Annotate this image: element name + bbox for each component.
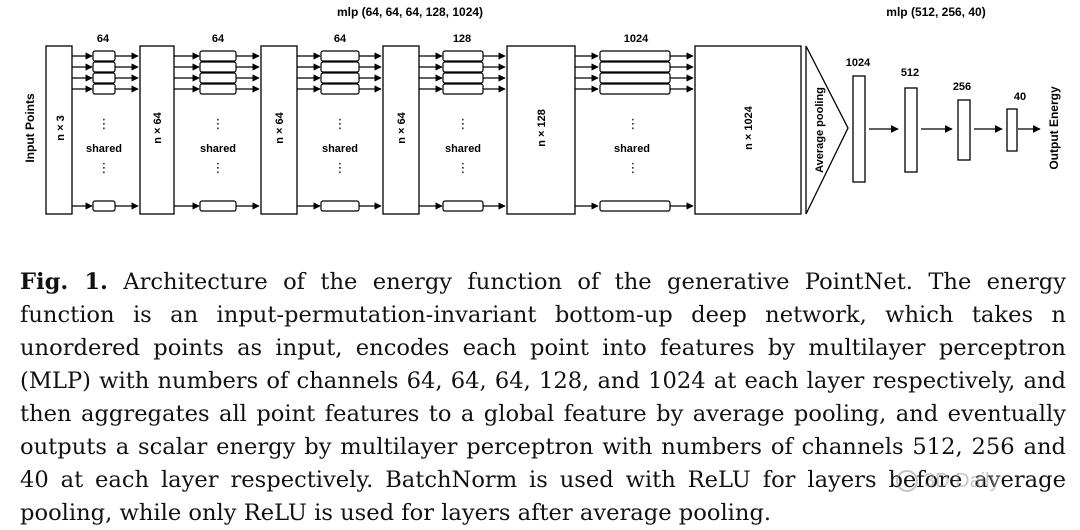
stage-shared-2: shared xyxy=(200,143,236,155)
block-label-n64-c: n × 64 xyxy=(396,111,408,143)
stage-dots-top-1: ⋮ xyxy=(98,116,111,131)
stage-width-4: 128 xyxy=(453,33,471,45)
stage-width-5: 1024 xyxy=(624,33,649,45)
stage-dots-bottom-1: ⋮ xyxy=(98,160,111,175)
fc-size-512: 512 xyxy=(901,67,919,79)
mlp-stage-4 xyxy=(419,50,506,212)
stage-dots-bottom-5: ⋮ xyxy=(627,160,640,175)
stage-shared-4: shared xyxy=(445,143,481,155)
stage-dots-bottom-4: ⋮ xyxy=(457,160,470,175)
fc-size-40: 40 xyxy=(1014,91,1026,103)
architecture-diagram: mlp (64, 64, 64, 128, 1024) mlp (512, 25… xyxy=(23,5,1061,215)
average-pooling-label: Average pooling xyxy=(814,87,826,173)
fc-size-256: 256 xyxy=(953,81,971,93)
stage-width-3: 64 xyxy=(334,33,347,45)
block-n1024 xyxy=(694,45,802,215)
stage-dots-top-3: ⋮ xyxy=(334,116,347,131)
mlp-stage-3 xyxy=(297,50,382,212)
stage-shared-1: shared xyxy=(86,143,122,155)
stage-shared-5: shared xyxy=(614,143,650,155)
average-pooling-shape xyxy=(805,45,849,215)
fc-layer-512 xyxy=(904,87,918,173)
block-n128 xyxy=(506,45,576,215)
stage-dots-bottom-2: ⋮ xyxy=(212,160,225,175)
block-n3 xyxy=(45,45,73,215)
output-energy-label: Output Energy xyxy=(1047,86,1061,170)
fc-layer-1024 xyxy=(852,75,866,183)
stage-dots-top-5: ⋮ xyxy=(627,116,640,131)
block-label-n128: n × 128 xyxy=(536,109,548,147)
block-n64-a xyxy=(139,45,175,215)
fc-size-1024: 1024 xyxy=(846,57,871,69)
block-label-n1024: n × 1024 xyxy=(743,105,755,150)
stage-dots-top-4: ⋮ xyxy=(457,116,470,131)
mlp2-title: mlp (512, 256, 40) xyxy=(886,5,985,19)
fc-layer-40 xyxy=(1006,108,1018,152)
caption-label: Fig. 1. xyxy=(20,269,108,295)
block-n64-b xyxy=(260,45,298,215)
block-label-n3: n × 3 xyxy=(55,115,67,140)
block-label-n64-b: n × 64 xyxy=(274,111,286,143)
block-label-n64-a: n × 64 xyxy=(152,111,164,143)
caption-text: Architecture of the energy function of t… xyxy=(20,269,1066,526)
mlp-stage-1 xyxy=(72,50,139,212)
stage-shared-3: shared xyxy=(322,143,358,155)
stage-dots-top-2: ⋮ xyxy=(212,116,225,131)
stage-dots-bottom-3: ⋮ xyxy=(334,160,347,175)
mlp-stage-5 xyxy=(575,50,694,212)
stage-width-2: 64 xyxy=(212,33,225,45)
figure-caption: Fig. 1. Architecture of the energy funct… xyxy=(20,266,1066,530)
block-n64-c xyxy=(382,45,420,215)
mlp-stage-2 xyxy=(174,50,260,212)
input-points-label: Input Points xyxy=(23,93,37,163)
stage-width-1: 64 xyxy=(97,33,110,45)
fc-layer-256 xyxy=(957,99,971,161)
mlp1-title: mlp (64, 64, 64, 128, 1024) xyxy=(337,5,483,19)
